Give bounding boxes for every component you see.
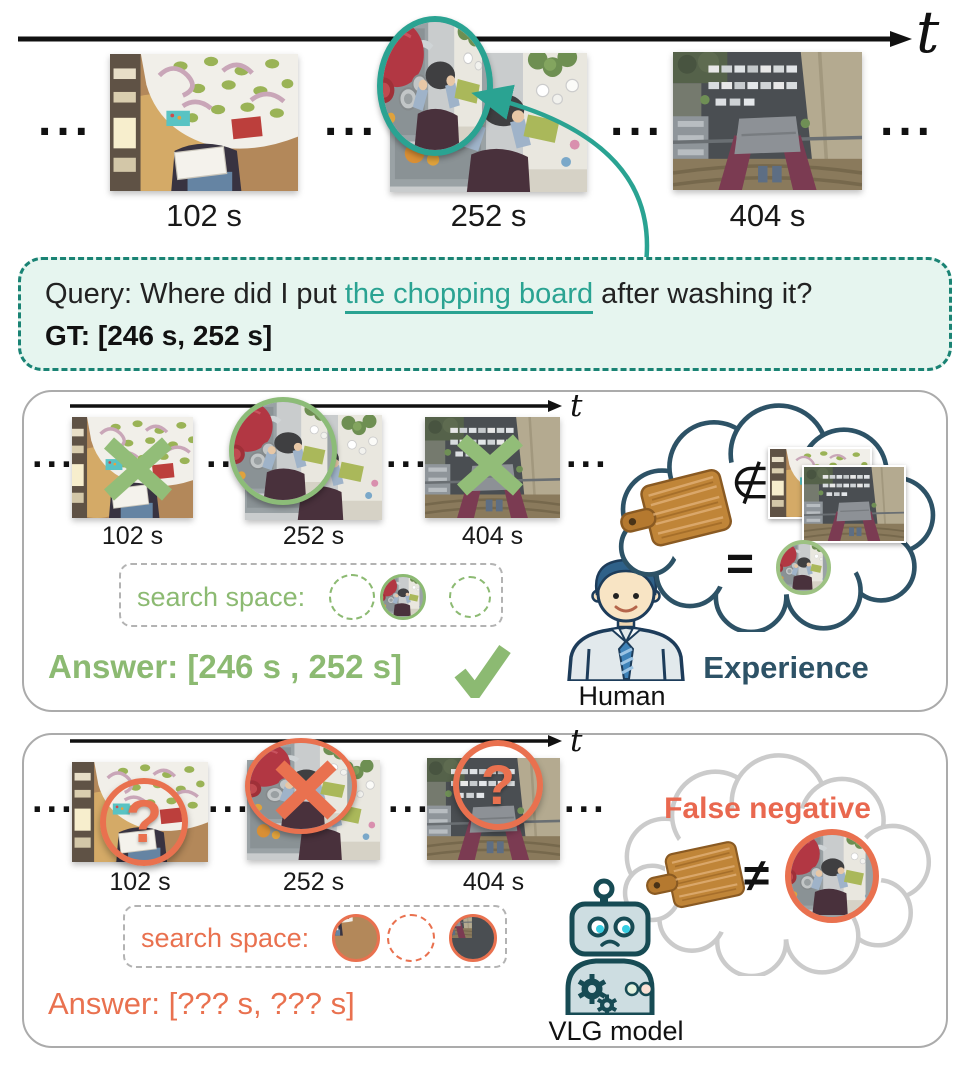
ellipsis: ... [32,434,76,476]
accept-circle-252s [229,397,337,505]
video-frame-102s [110,54,298,191]
search-space-box: search space: [119,563,503,627]
model-answer-text: Answer: [??? s, ??? s] [48,986,355,1021]
search-space-label: search space: [137,582,306,612]
query-box: Query: Where did I put the chopping boar… [18,257,952,371]
equals-symbol: = [726,538,755,591]
ellipsis: ... [880,93,936,146]
frame-time-label: 252 s [282,868,345,896]
human-figure-label: Human [578,681,666,711]
robot-figure [558,877,676,1015]
frame-time-label: 102 s [166,198,242,233]
frame-time-label: 404 s [729,198,806,233]
not-element-of-symbol: ∉ [731,459,770,508]
ellipsis: ... [388,779,432,821]
search-space-label: search space: [141,923,310,953]
query-highlight: the chopping board [344,278,594,314]
ellipsis: ... [610,93,666,146]
query-text: Query: Where did I put the chopping boar… [45,278,813,314]
query-suffix: after washing it? [593,278,813,310]
model-panel-t-label: t [570,723,583,759]
candidate-thumb-252s [380,574,426,620]
false-negative-circle-252s [245,738,357,834]
ellipsis: ... [32,779,76,821]
candidate-slot-empty [449,576,491,618]
candidate-thumb-102s [332,914,380,962]
checkmark-icon [454,644,511,698]
candidate-slot-empty [329,574,375,620]
frame-time-label: 252 s [450,198,527,233]
reject-x-icon [457,434,523,496]
human-answer-text: Answer: [246 s , 252 s] [48,648,403,685]
frame-time-label: 102 s [101,522,164,550]
top-timeline-t-label: t [916,0,940,66]
reject-x-icon [103,437,173,501]
ellipsis: ... [324,93,380,146]
ellipsis: ... [38,93,94,146]
ellipsis: ... [564,779,608,821]
candidate-slot-empty [387,914,435,962]
frame-time-label: 404 s [462,868,525,896]
question-mark: ? [125,788,163,855]
question-mark: ? [480,753,516,816]
false-negative-title: False negative [664,792,871,825]
search-space-box: search space: [123,905,507,968]
experience-caption: Experience [703,650,869,685]
video-frame-404s [673,52,862,190]
uncertain-circle-404s: ? [453,740,543,830]
rejected-thumb-252s [785,829,879,923]
highlight-ellipse-chopping-board [377,16,493,156]
not-equals-symbol: ≠ [744,849,770,901]
frame-time-label: 102 s [109,868,171,896]
uncertain-circle-102s: ? [100,778,188,866]
ellipsis: ... [386,434,430,476]
frame-time-label: 404 s [461,522,524,550]
ellipsis: ... [566,434,610,476]
vlg-model-label: VLG model [548,1016,684,1046]
candidate-thumb-404s [449,914,497,962]
ellipsis: ... [208,779,252,821]
frame-time-label: 252 s [282,522,345,550]
matched-thumb-252s [776,540,831,595]
ground-truth-label: GT: [246 s, 252 s] [45,320,273,351]
query-prefix: Query: Where did I put [45,278,345,310]
human-panel-t-label: t [570,388,583,424]
memory-frame-404s [802,465,906,543]
